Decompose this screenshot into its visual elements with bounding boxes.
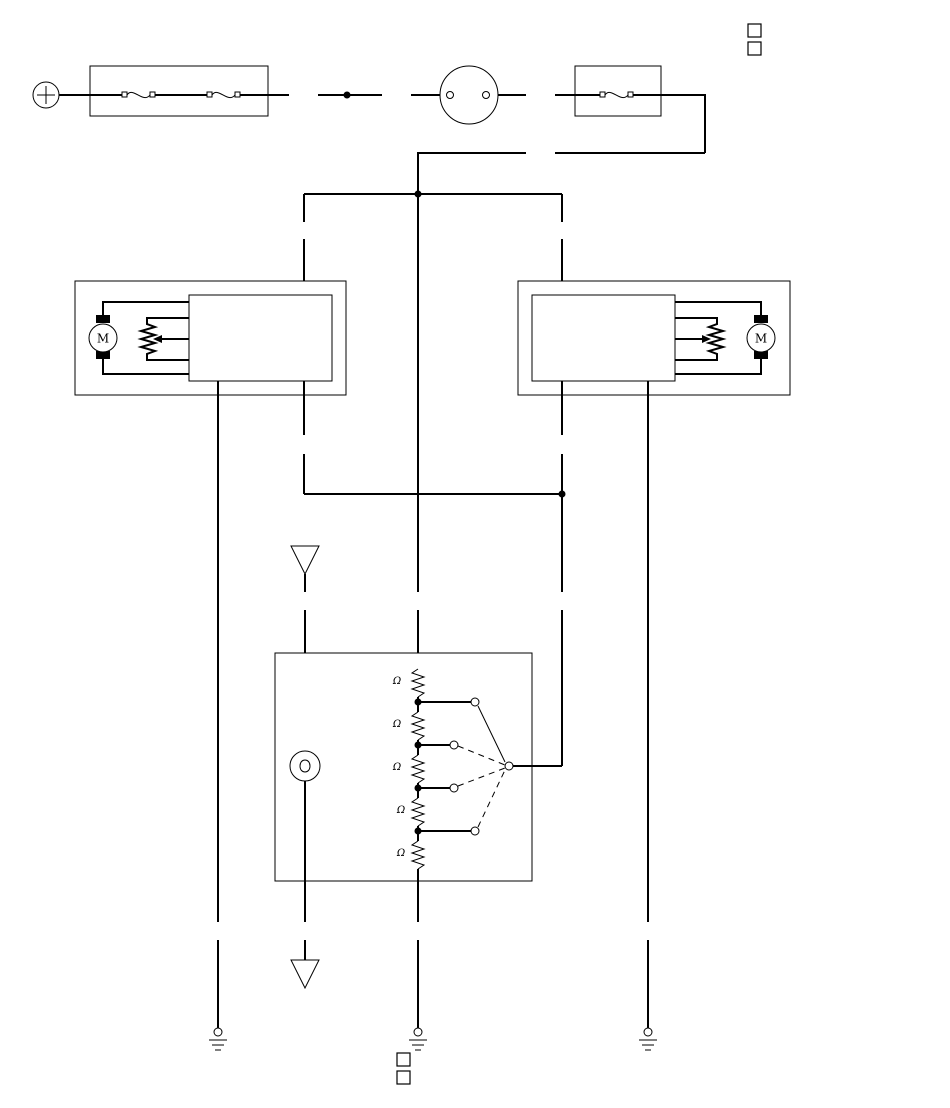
switch-blade-position-1: [477, 705, 506, 763]
actuator-right-control-unit: [531, 294, 676, 382]
motor-left-icon: [88, 323, 118, 353]
glyph-square-top-1: [747, 23, 762, 38]
resistor-5-label: Ω: [396, 848, 405, 859]
switch-contact-2: [449, 740, 459, 750]
motor-left-brush-top: [96, 315, 110, 323]
resistor-3-icon: [410, 754, 426, 784]
switch-contact-1: [470, 697, 480, 707]
resistor-2-icon: [410, 711, 426, 741]
battery-positive-icon: [32, 81, 60, 109]
fuse-box-main: [89, 65, 269, 117]
switch-blade-position-3: [457, 767, 506, 787]
resistor-1-label: Ω: [392, 676, 401, 687]
switch-contact-4: [470, 826, 480, 836]
ground-center-icon: [409, 1027, 427, 1051]
motor-right-label: M: [755, 332, 767, 346]
motor-left-brush-bottom: [96, 351, 110, 359]
motor-right-icon: [746, 323, 776, 353]
connector-triangle-top-icon: [290, 545, 320, 576]
switch-terminal-right: [482, 91, 490, 99]
actuator-left-control-unit: [188, 294, 333, 382]
switch-terminal-left: [446, 91, 454, 99]
switch-common-terminal: [504, 761, 514, 771]
resistor-3-label: Ω: [392, 762, 401, 773]
motor-right-brush-bottom: [754, 351, 768, 359]
motor-left-label: M: [97, 332, 109, 346]
motor-right-brush-top: [754, 315, 768, 323]
sensor-right-arrow-icon: [702, 335, 711, 343]
wire-motor-left-bottom: [102, 354, 189, 375]
glyph-square-top-2: [747, 41, 762, 56]
glyph-square-bottom-2: [396, 1070, 411, 1085]
glyph-square-bottom-1: [396, 1052, 411, 1067]
ground-left-icon: [209, 1027, 227, 1051]
control-switch-housing: [274, 652, 533, 882]
bulb-filament: [299, 759, 311, 773]
splice-dot-signal: [558, 490, 566, 498]
resistor-4-icon: [410, 797, 426, 827]
splice-dot-top: [343, 91, 351, 99]
position-sensor-left-icon: [137, 317, 189, 361]
position-sensor-right-icon: [675, 317, 727, 361]
splice-dot-bus: [414, 190, 422, 198]
resistor-4-label: Ω: [396, 805, 405, 816]
fuse-icon-2: [206, 91, 241, 99]
ground-right-icon: [639, 1027, 657, 1051]
resistor-5-icon: [410, 840, 426, 870]
resistor-2-label: Ω: [392, 719, 401, 730]
sensor-left-arrow-icon: [153, 335, 162, 343]
resistor-1-icon: [410, 668, 426, 698]
switch-blade-position-2: [457, 745, 506, 766]
connector-triangle-bottom-icon: [290, 959, 320, 990]
switch-contact-3: [449, 783, 459, 793]
fuse-box-secondary: [574, 65, 662, 117]
wire-motor-right-bottom: [675, 354, 762, 375]
